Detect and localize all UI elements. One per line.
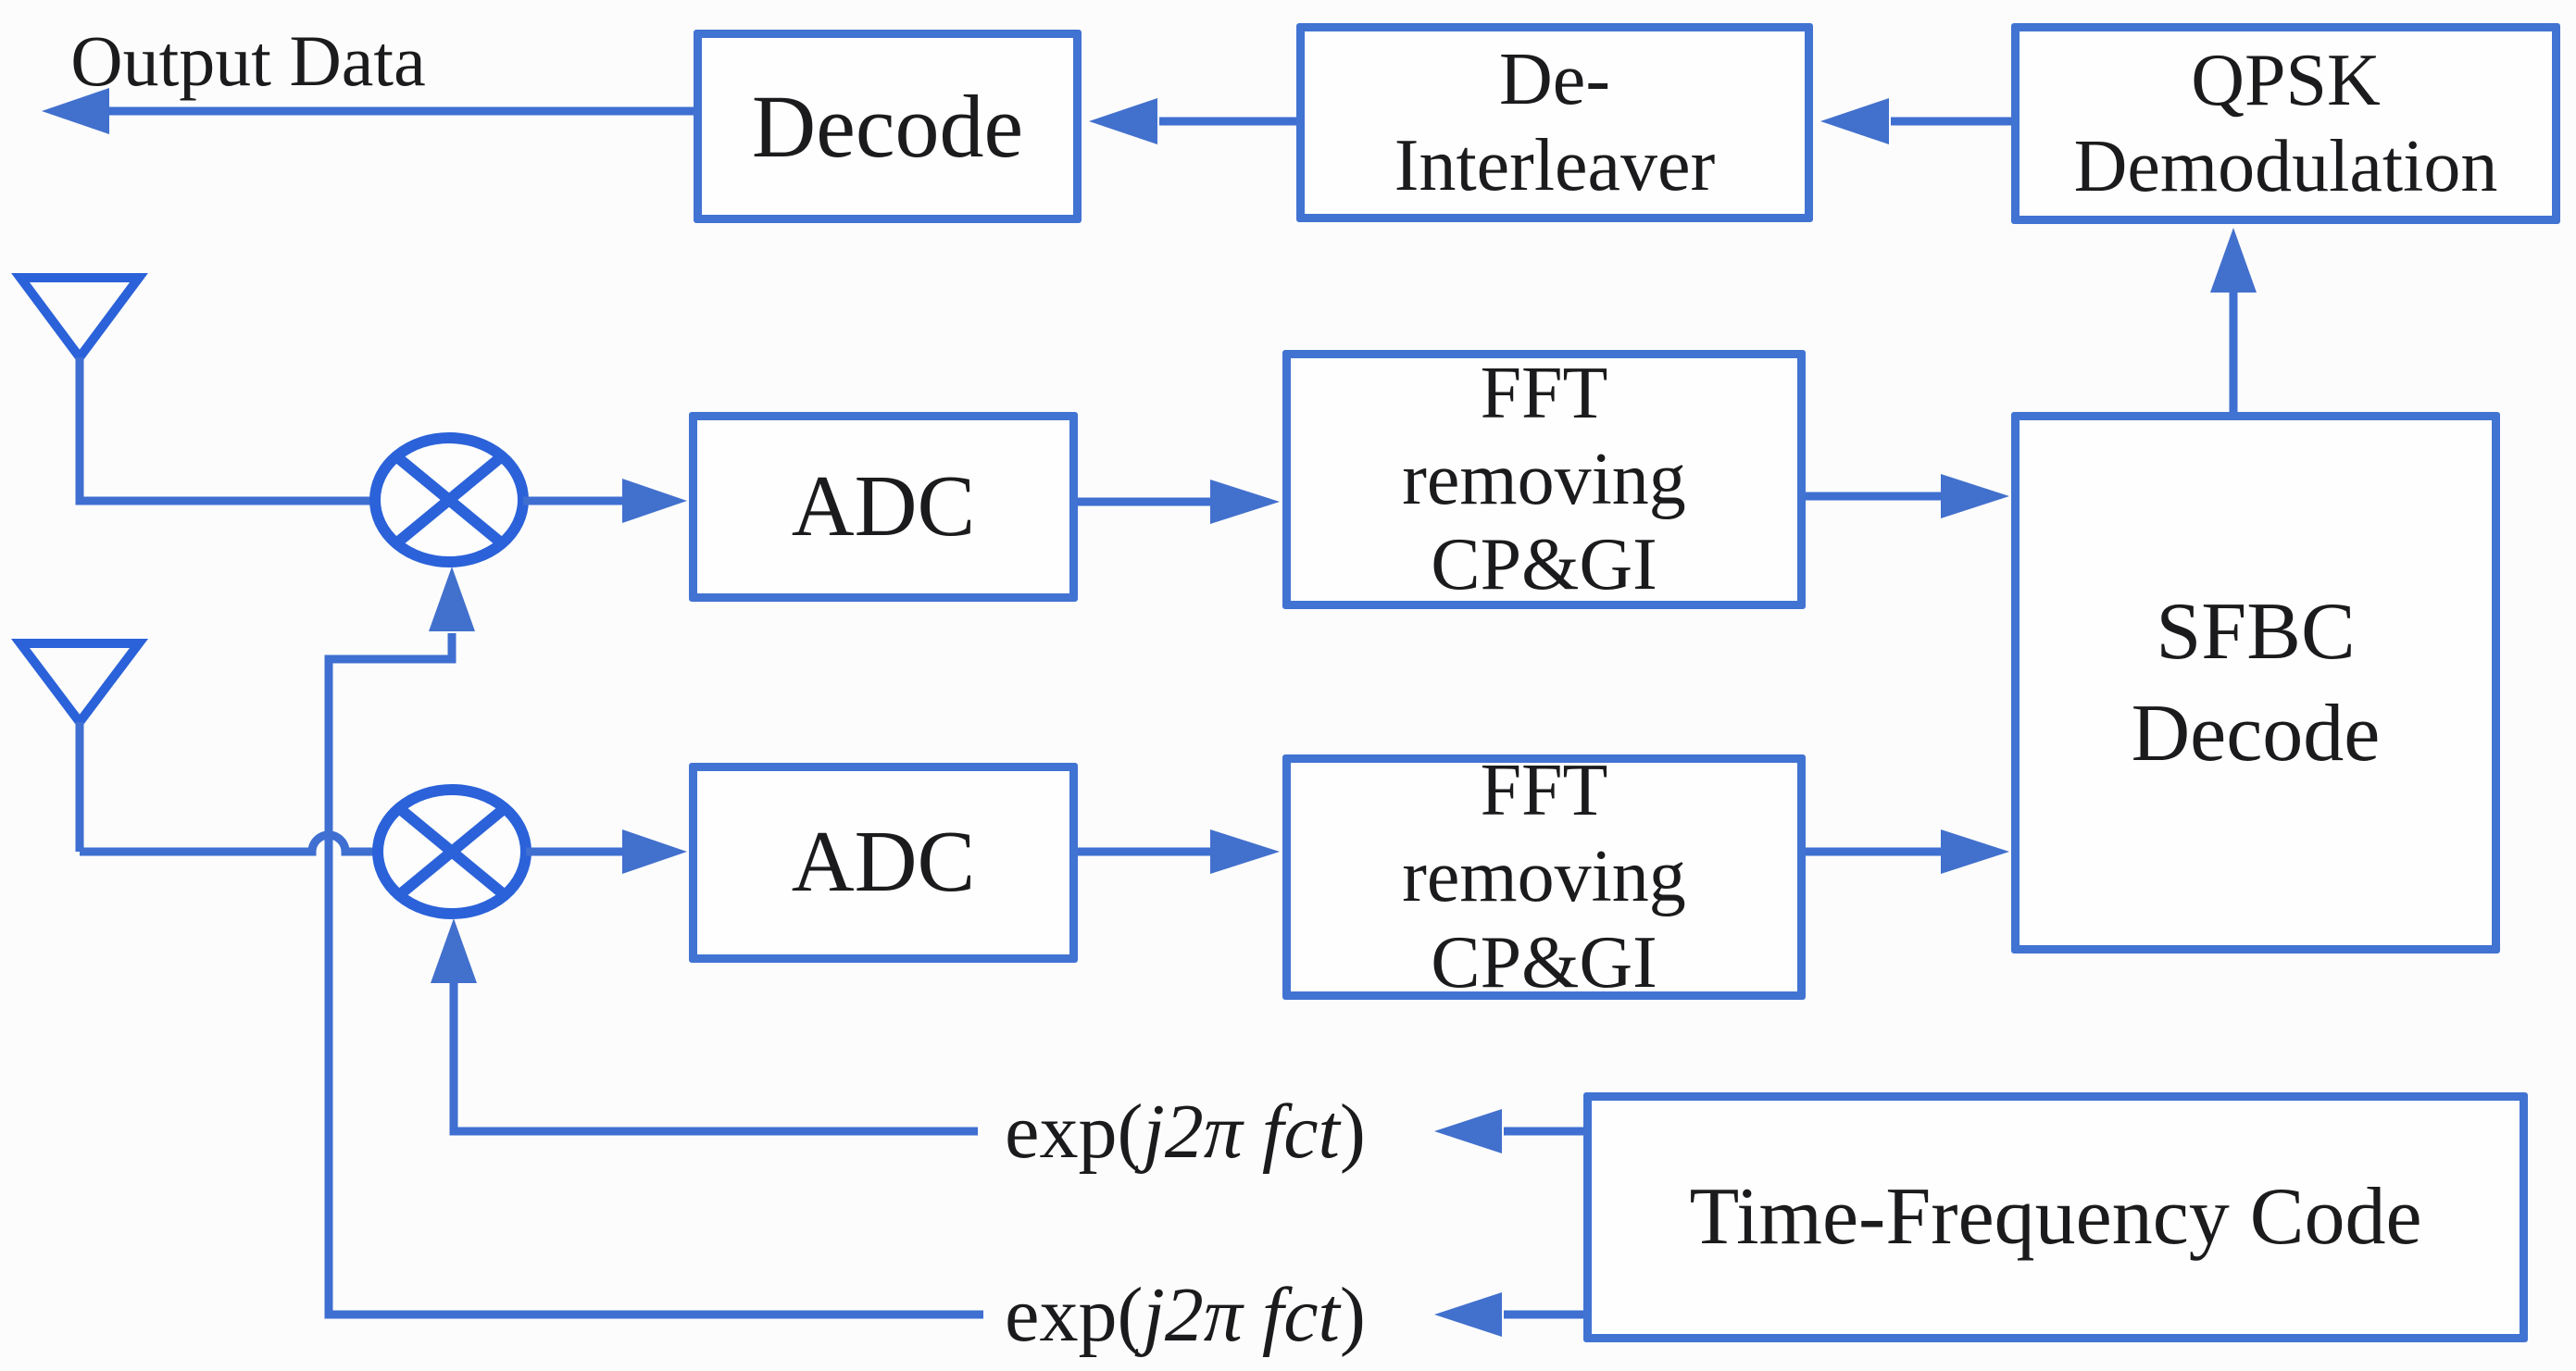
deinterleaver-label-line2: Interleaver — [1394, 124, 1716, 206]
exp2-prefix: exp( — [1005, 1271, 1144, 1358]
qpsk-arrowhead-icon — [1820, 98, 1889, 144]
mixer2-lo-arrowhead-icon — [431, 918, 477, 983]
deinterleaver-arrowhead-icon — [1089, 98, 1157, 144]
exp1-prefix: exp( — [1005, 1088, 1144, 1175]
exp2-to-mixer1-line — [324, 633, 983, 1319]
mixer-2-icon — [372, 784, 531, 919]
exp1-math: j2π fct — [1143, 1088, 1340, 1175]
fft2-label-line2: removing — [1402, 836, 1686, 918]
adc2-label: ADC — [791, 814, 976, 911]
fft2-label-line3: CP&GI — [1431, 921, 1657, 1003]
mixer1-lo-arrowhead-icon — [429, 567, 475, 631]
qpsk-label-line1: QPSK — [2191, 39, 2381, 121]
fft2-box: FFT removing CP&GI — [1282, 750, 1806, 1003]
antenna-1-feed-line — [75, 357, 375, 505]
fft1-label-line1: FFT — [1480, 352, 1608, 434]
adc1-label: ADC — [791, 457, 976, 555]
mixer-1-icon — [369, 432, 529, 567]
sfbc-decode-box: SFBC Decode — [2011, 412, 2500, 953]
fft1-label-line3: CP&GI — [1431, 524, 1657, 606]
time-frequency-code-label: Time-Frequency Code — [1689, 1171, 2422, 1262]
decode-label: Decode — [751, 76, 1024, 176]
output-data-label: Output Data — [70, 19, 426, 101]
time-frequency-code-box: Time-Frequency Code — [1583, 1092, 2528, 1342]
exp-label-row2: exp(j2π fct) — [954, 1255, 1417, 1371]
adc2-in-arrowhead-icon — [622, 829, 687, 874]
antenna-2-feed-line — [80, 830, 378, 856]
antenna-1-icon — [11, 273, 148, 366]
sfbc-in1-arrowhead-icon — [1941, 474, 2009, 518]
exp1-arrowhead-icon — [1434, 1109, 1502, 1153]
output-arrowhead-icon — [42, 88, 109, 134]
fft1-in-arrowhead-icon — [1210, 480, 1280, 524]
sfbc-label-line1: SFBC — [2156, 586, 2356, 677]
sfbc-label-line2: Decode — [2131, 688, 2381, 779]
antenna-2-icon — [10, 639, 149, 730]
fft1-box: FFT removing CP&GI — [1282, 350, 1806, 609]
fft2-in-arrowhead-icon — [1210, 829, 1280, 874]
qpsk-label-line2: Demodulation — [2073, 125, 2498, 207]
adc2-box: ADC — [689, 763, 1078, 963]
exp2-suffix: ) — [1339, 1271, 1366, 1358]
exp1-to-mixer2-line — [449, 983, 978, 1136]
exp-label-row1: exp(j2π fct) — [954, 1072, 1417, 1190]
fft2-label-line1: FFT — [1480, 750, 1608, 832]
fft1-label-line2: removing — [1402, 438, 1686, 520]
sfbc-in2-arrowhead-icon — [1941, 829, 2009, 874]
deinterleaver-box: De- Interleaver — [1296, 23, 1813, 222]
qpsk-demodulation-box: QPSK Demodulation — [2011, 23, 2560, 224]
adc1-in-arrowhead-icon — [622, 479, 687, 523]
exp2-math: j2π fct — [1143, 1271, 1340, 1358]
exp2-arrowhead-icon — [1434, 1292, 1502, 1337]
exp1-suffix: ) — [1339, 1088, 1366, 1175]
decode-box: Decode — [694, 30, 1082, 223]
deinterleaver-label-line1: De- — [1499, 38, 1610, 120]
adc1-box: ADC — [689, 412, 1078, 602]
qpsk-in-arrowhead-icon — [2210, 228, 2257, 293]
